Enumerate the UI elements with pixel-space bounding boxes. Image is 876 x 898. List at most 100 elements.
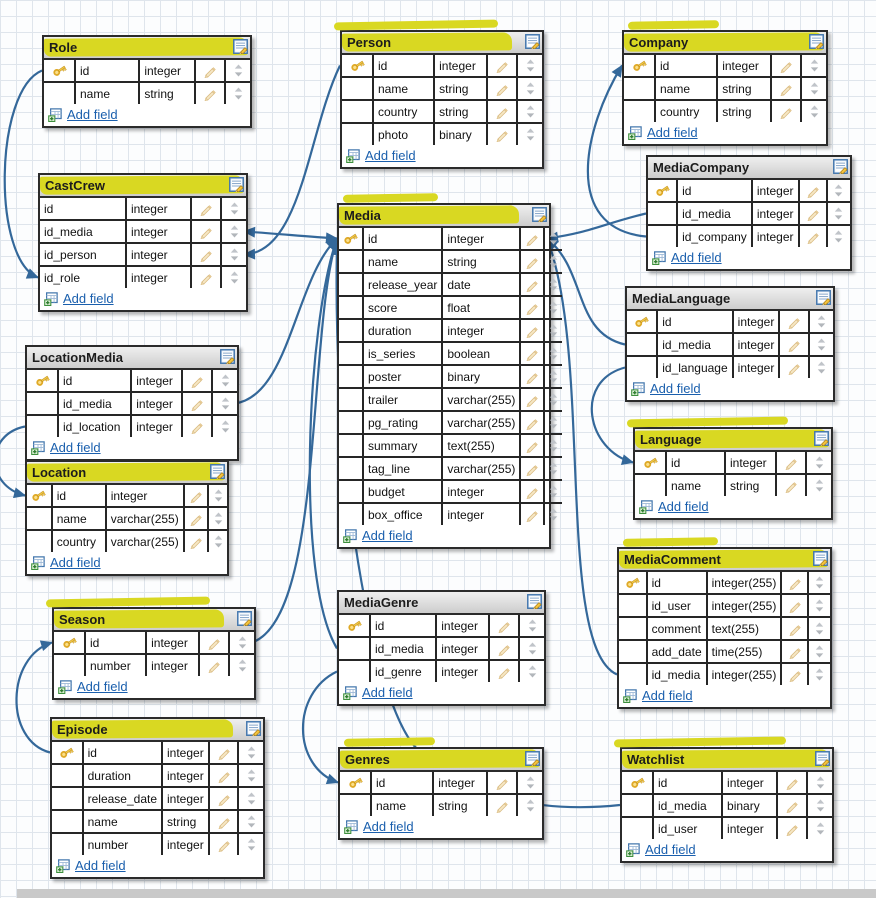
field-type[interactable]: integer	[435, 659, 490, 683]
field-type[interactable]: integer	[145, 631, 200, 655]
edit-field-icon[interactable]	[207, 832, 240, 856]
field-type[interactable]: integer	[104, 484, 185, 508]
edit-field-icon[interactable]	[797, 224, 828, 248]
move-field-icon[interactable]	[807, 355, 835, 379]
table-title-bar[interactable]: MediaLanguage	[627, 288, 833, 311]
field-name[interactable]: number	[83, 653, 148, 677]
table-title-bar[interactable]: MediaComment	[618, 549, 830, 572]
field-name[interactable]: id_language	[656, 355, 734, 379]
edit-field-icon[interactable]	[486, 54, 518, 78]
edit-field-icon[interactable]	[780, 616, 810, 641]
field-name[interactable]: release_date	[81, 786, 164, 811]
edit-field-icon[interactable]	[778, 355, 810, 379]
move-field-icon[interactable]	[516, 771, 543, 795]
field-type[interactable]: integer	[432, 771, 488, 795]
add-field-link[interactable]: Add field	[658, 499, 709, 514]
field-name[interactable]: id_media	[651, 793, 724, 818]
field-name[interactable]: comment	[645, 616, 708, 641]
move-field-icon[interactable]	[806, 771, 833, 795]
edit-table-icon[interactable]	[816, 290, 831, 306]
field-name[interactable]: id_company	[676, 224, 753, 248]
field-name[interactable]: id	[81, 741, 164, 765]
move-field-icon[interactable]	[807, 639, 831, 664]
field-type[interactable]: string	[716, 76, 772, 101]
add-field-link[interactable]: Add field	[50, 440, 101, 455]
field-name[interactable]: id_media	[56, 391, 133, 416]
field-type[interactable]: integer	[124, 197, 193, 221]
field-name[interactable]: id	[665, 451, 726, 475]
move-field-icon[interactable]	[807, 662, 831, 686]
edit-field-icon[interactable]	[207, 786, 240, 811]
move-field-icon[interactable]	[806, 793, 833, 818]
move-field-icon[interactable]	[237, 809, 264, 834]
field-name[interactable]: name	[369, 793, 435, 817]
field-name[interactable]: id	[371, 54, 436, 78]
move-field-icon[interactable]	[825, 224, 852, 248]
edit-field-icon[interactable]	[778, 332, 810, 357]
add-field-link[interactable]: Add field	[645, 842, 696, 857]
field-name[interactable]: id_role	[39, 265, 127, 289]
edit-field-icon[interactable]	[190, 242, 222, 267]
move-field-icon[interactable]	[220, 197, 247, 221]
add-field-link[interactable]: Add field	[365, 148, 416, 163]
move-field-icon[interactable]	[518, 614, 545, 638]
move-field-icon[interactable]	[805, 451, 832, 475]
edit-table-icon[interactable]	[809, 34, 824, 50]
move-field-icon[interactable]	[543, 479, 564, 504]
field-name[interactable]: id	[361, 227, 444, 251]
add-field-link[interactable]: Add field	[671, 250, 722, 265]
move-field-icon[interactable]	[220, 265, 247, 289]
field-type[interactable]: integer	[750, 224, 800, 248]
field-type[interactable]: integer(255)	[705, 593, 783, 618]
edit-field-icon[interactable]	[181, 391, 213, 416]
move-field-icon[interactable]	[543, 227, 564, 251]
edit-field-icon[interactable]	[198, 631, 230, 655]
field-name[interactable]: id_genre	[368, 659, 438, 683]
field-name[interactable]: id_media	[368, 636, 438, 661]
field-type[interactable]: string	[723, 473, 778, 497]
table-title-bar[interactable]: LocationMedia	[27, 347, 237, 370]
field-type[interactable]: text(255)	[705, 616, 783, 641]
field-name[interactable]: duration	[361, 318, 444, 343]
move-field-icon[interactable]	[543, 318, 564, 343]
field-type[interactable]: string	[433, 76, 488, 101]
edit-field-icon[interactable]	[776, 816, 808, 840]
move-field-icon[interactable]	[228, 653, 255, 677]
field-name[interactable]: tag_line	[361, 456, 444, 481]
move-field-icon[interactable]	[516, 99, 543, 124]
field-name[interactable]: id_user	[645, 593, 708, 618]
field-name[interactable]: country	[371, 99, 436, 124]
field-type[interactable]: integer	[435, 614, 490, 638]
move-field-icon[interactable]	[220, 242, 247, 267]
field-type[interactable]: varchar(255)	[104, 529, 185, 553]
field-type[interactable]: varchar(255)	[441, 410, 522, 435]
edit-table-icon[interactable]	[525, 751, 540, 767]
field-type[interactable]: integer	[161, 763, 210, 788]
field-name[interactable]: duration	[81, 763, 164, 788]
add-field-link[interactable]: Add field	[50, 555, 101, 570]
edit-field-icon[interactable]	[770, 76, 802, 101]
move-field-icon[interactable]	[800, 54, 827, 78]
field-name[interactable]: poster	[361, 364, 444, 389]
edit-table-icon[interactable]	[814, 431, 829, 447]
move-field-icon[interactable]	[237, 832, 264, 856]
field-name[interactable]: id_media	[676, 201, 753, 226]
field-type[interactable]: date	[441, 272, 522, 297]
